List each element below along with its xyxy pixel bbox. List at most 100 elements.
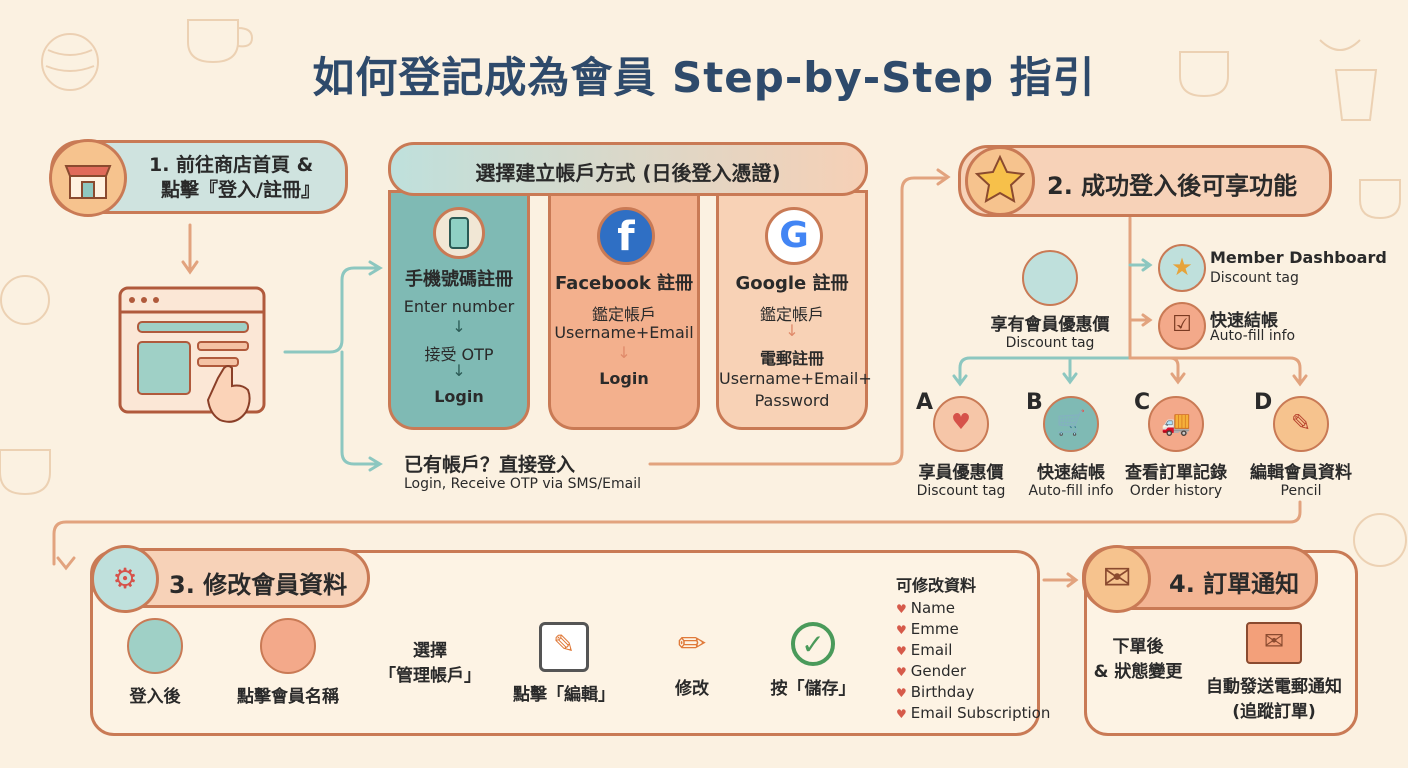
envelope-icon: ✉: [1083, 545, 1151, 613]
price-tag-icon: ♥: [933, 396, 989, 452]
feature-a-desc: Discount tag: [916, 483, 1006, 499]
feature-a-letter: A: [916, 390, 934, 415]
flow-click-name: 點擊會員名稱: [228, 618, 348, 707]
facebook-step-verify: 鑑定帳戶: [591, 305, 656, 324]
google-step-username: Username+Email+: [719, 369, 872, 388]
shop-icon: [49, 139, 127, 217]
flow-select-label: 選擇: [413, 641, 447, 661]
feature-c[interactable]: 🚚 查看訂單記錄 Order history: [1116, 396, 1236, 499]
google-step-email: 電郵註冊: [759, 349, 824, 368]
flow-click-name-label: 點擊會員名稱: [237, 687, 339, 707]
editable-item: ♥Name: [896, 598, 1050, 619]
phone-icon: [433, 207, 485, 259]
flow-click-edit-label: 點擊「編輯」: [513, 685, 615, 705]
editable-header: 可修改資料: [896, 576, 977, 595]
feature-d-letter: D: [1254, 390, 1273, 415]
google-register-title[interactable]: Google 註冊: [735, 273, 849, 294]
track-order-label: (追蹤訂單): [1232, 702, 1316, 722]
heart-icon: ♥: [896, 707, 907, 721]
google-column: G Google 註冊 鑑定帳戶 ↓ 電郵註冊 Username+Email+ …: [716, 190, 872, 430]
step3-card: ⚙ 3. 修改會員資料: [90, 545, 370, 613]
pencil-icon: ✏: [677, 624, 707, 664]
flow-save-label: 按「儲存」: [770, 679, 856, 699]
checklist-icon: ☑: [1158, 302, 1206, 350]
editable-item: ♥Emme: [896, 619, 1050, 640]
editable-item: ♥Email: [896, 640, 1050, 661]
feature-c-letter: C: [1134, 390, 1151, 415]
editable-item-label: Birthday: [910, 683, 975, 701]
phone-register-title[interactable]: 手機號碼註冊: [405, 269, 513, 290]
auto-email-notice: ✉ 自動發送電郵通知 (追蹤訂單): [1198, 622, 1350, 722]
editable-item-label: Email Subscription: [910, 704, 1051, 722]
pencil-icon: ✎: [1273, 396, 1329, 452]
flow-click-edit: ✎ 點擊「編輯」: [506, 622, 622, 705]
avatar-icon: [127, 618, 183, 674]
feature-d-desc: Pencil: [1280, 483, 1322, 499]
facebook-column: f Facebook 註冊 鑑定帳戶 Username+Email ↓ Logi…: [548, 190, 700, 430]
editable-item: ♥Gender: [896, 661, 1050, 682]
auto-email-label: 自動發送電郵通知: [1206, 677, 1342, 697]
arrow-down-icon: ↓: [617, 343, 631, 362]
phone-step-enter: Enter number: [403, 297, 515, 316]
step1-line2: 點擊『登入/註冊』: [161, 179, 320, 201]
flow-select-manage: 選擇 「管理帳戶」: [370, 636, 490, 686]
star-icon: ★: [1158, 244, 1206, 292]
envelope-icon: ✉: [1246, 622, 1302, 664]
google-step-verify: 鑑定帳戶: [759, 305, 824, 324]
arrow-down-icon: ↓: [452, 361, 466, 380]
arrow-down-icon: ↓: [785, 321, 799, 340]
step1-line1: 1. 前往商店首頁 &: [149, 154, 314, 176]
editable-fields-list: 可修改資料 ♥Name ♥Emme ♥Email ♥Gender ♥Birthd…: [896, 572, 1050, 724]
dashboard-desc: Discount tag: [1210, 270, 1299, 286]
quick-desc: Auto-fill info: [1210, 328, 1296, 344]
discount-desc: Discount tag: [1005, 335, 1095, 351]
heart-icon: ♥: [896, 644, 907, 658]
flow-save: ✓ 按「儲存」: [760, 622, 866, 699]
dashboard-name: Member Dashboard: [1210, 248, 1387, 267]
page-title: 如何登記成為會員 Step-by-Step 指引: [312, 53, 1096, 102]
feature-b-desc: Auto-fill info: [1028, 483, 1114, 499]
phone-step-otp: 接受 OTP: [424, 345, 494, 364]
editable-item-label: Emme: [910, 620, 959, 638]
feature-a[interactable]: ♥ 享員優惠價 Discount tag: [902, 396, 1020, 499]
step3-title: 3. 修改會員資料: [169, 571, 348, 599]
feature-c-desc: Order history: [1129, 483, 1223, 499]
phone-step-login: Login: [434, 387, 484, 406]
star-icon: [965, 146, 1035, 216]
facebook-step-username: Username+Email: [554, 323, 694, 342]
feature-d[interactable]: ✎ 編輯會員資料 Pencil: [1240, 396, 1362, 499]
google-step-password: Password: [754, 391, 830, 410]
step2-card: 2. 成功登入後可享功能: [958, 145, 1332, 217]
feature-c-name: 查看訂單記錄: [1125, 463, 1227, 483]
avatar-icon: [260, 618, 316, 674]
facebook-icon: f: [597, 207, 655, 265]
editable-item-label: Email: [910, 641, 953, 659]
facebook-register-title[interactable]: Facebook 註冊: [554, 273, 694, 294]
gear-heart-icon: ⚙: [91, 545, 159, 613]
step1-text: 1. 前往商店首頁 & 點擊『登入/註冊』: [149, 153, 320, 203]
account-methods-box: 手機號碼註冊 Enter number ↓ 接受 OTP ↓ Login f F…: [388, 142, 872, 432]
heart-icon: ♥: [896, 686, 907, 700]
feature-b-name: 快速結帳: [1037, 463, 1105, 483]
editable-item-label: Name: [910, 599, 956, 617]
feature-b-letter: B: [1026, 390, 1043, 415]
account-methods-header: 選擇建立帳戶方式 (日後登入憑證): [388, 142, 868, 196]
account-methods-header-text: 選擇建立帳戶方式 (日後登入憑證): [475, 161, 781, 185]
heart-icon: ♥: [896, 602, 907, 616]
editable-item: ♥Email Subscription: [896, 703, 1050, 724]
flow-modify-label: 修改: [675, 679, 709, 699]
arrow-down-icon: ↓: [452, 317, 466, 336]
feature-b[interactable]: 🛒 快速結帳 Auto-fill info: [1012, 396, 1130, 499]
cart-icon: 🛒: [1043, 396, 1099, 452]
step1-card: 1. 前往商店首頁 & 點擊『登入/註冊』: [49, 139, 348, 217]
order-placed-label: 下單後: [1112, 637, 1164, 657]
heart-icon: ♥: [896, 665, 907, 679]
step4-card: ✉ 4. 訂單通知: [1082, 545, 1318, 613]
flow-manage-label: 「管理帳戶」: [379, 666, 481, 686]
existing-account-title[interactable]: 已有帳戶？直接登入: [404, 454, 576, 476]
truck-icon: 🚚: [1148, 396, 1204, 452]
flow-login: 登入後: [110, 618, 200, 707]
browser-click-icon: [118, 286, 268, 434]
flow-login-label: 登入後: [129, 687, 181, 707]
quick-name: 快速結帳: [1210, 311, 1278, 331]
